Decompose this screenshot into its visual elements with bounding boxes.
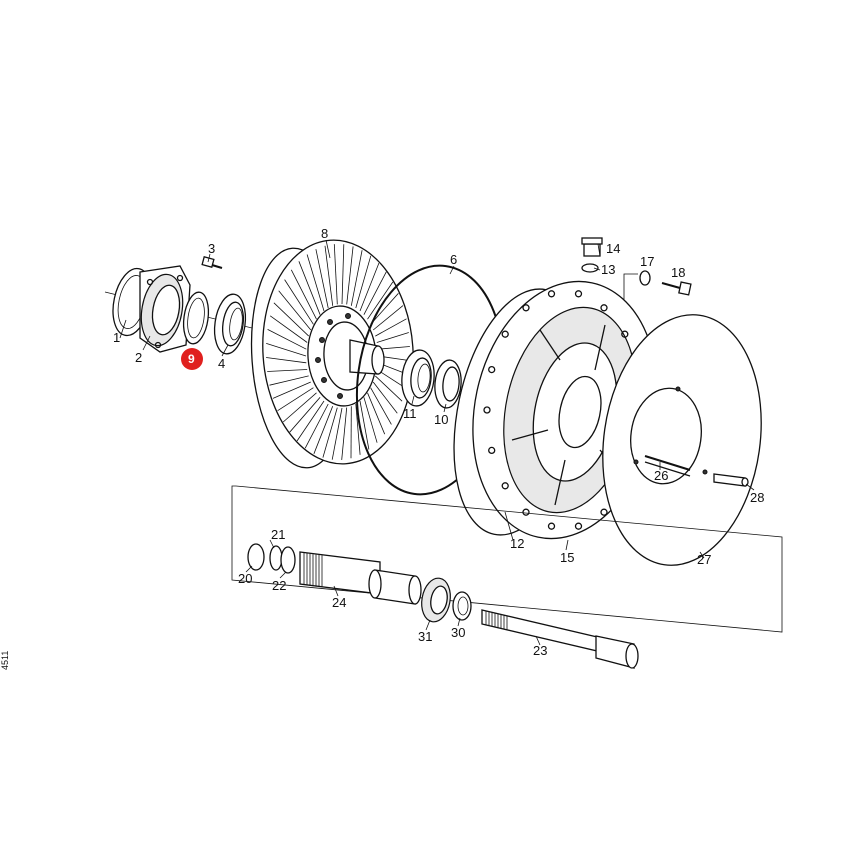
highlight-marker — [181, 348, 203, 370]
callout-28: 28 — [750, 490, 764, 505]
bearing-10 — [434, 359, 462, 409]
callout-18: 18 — [671, 265, 685, 280]
callout-24: 24 — [332, 595, 346, 610]
callout-3: 3 — [208, 241, 215, 256]
turbine-vanes — [266, 244, 410, 460]
callout-4: 4 — [218, 356, 225, 371]
callout-10: 10 — [434, 412, 448, 427]
shaft-23 — [481, 609, 639, 669]
callout-23: 23 — [533, 643, 547, 658]
callout-1: 1 — [113, 330, 120, 345]
shaft-24 — [299, 551, 422, 605]
callout-20: 20 — [238, 571, 252, 586]
callout-8: 8 — [321, 226, 328, 241]
callout-15: 15 — [560, 550, 574, 565]
side-reference-text: 4511 — [0, 651, 10, 670]
bearing-31 — [421, 577, 451, 623]
cover-plate-assembly — [104, 256, 261, 355]
bolt-3-shape — [201, 256, 223, 269]
callout-9: 9 — [188, 352, 195, 366]
washer-17 — [639, 270, 651, 286]
torque-converter-8 — [250, 239, 414, 469]
bearing-11 — [401, 349, 435, 407]
callout-21: 21 — [271, 527, 285, 542]
callout-6: 6 — [450, 252, 457, 267]
plug-14 — [581, 237, 603, 257]
callout-11: 11 — [403, 406, 417, 421]
callout-27: 27 — [697, 552, 711, 567]
snap-ring-20 — [247, 543, 265, 571]
callout-26: 26 — [654, 468, 668, 483]
callout-30: 30 — [451, 625, 465, 640]
callout-14: 14 — [606, 241, 620, 256]
bolt-18 — [661, 281, 692, 296]
washer-13 — [581, 263, 599, 273]
callout-labels: 1 2 3 4 6 8 9 10 11 12 13 14 15 17 18 20… — [113, 226, 764, 658]
cover-disc-27 — [602, 314, 762, 566]
callout-2: 2 — [135, 350, 142, 365]
callout-22: 22 — [272, 578, 286, 593]
callout-12: 12 — [510, 536, 524, 551]
callout-9-highlight[interactable]: 9 — [181, 348, 203, 370]
ring-22 — [280, 546, 296, 574]
pin-26 — [644, 455, 691, 477]
ring-30 — [452, 591, 472, 621]
housing-bolt-holes — [483, 290, 647, 530]
leader-lines — [119, 239, 755, 646]
lower-panel-frame — [231, 485, 783, 633]
callout-31: 31 — [418, 629, 432, 644]
callout-17: 17 — [640, 254, 654, 269]
callout-13: 13 — [601, 262, 615, 277]
ring-21 — [269, 545, 283, 571]
